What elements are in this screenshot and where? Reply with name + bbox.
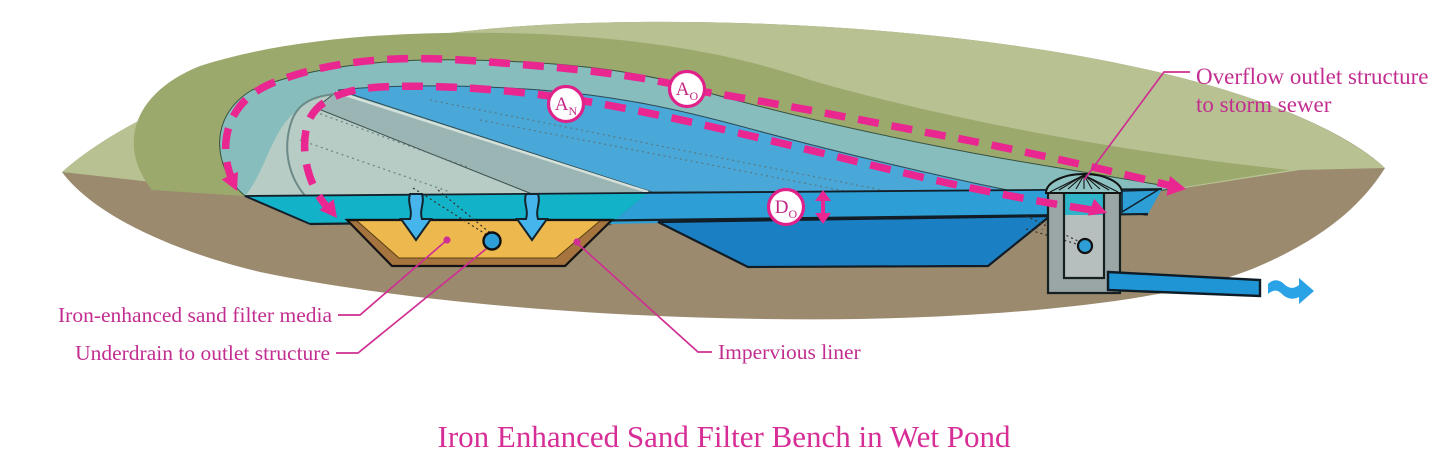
diagram-title: Iron Enhanced Sand Filter Bench in Wet P… [438,419,1011,454]
leader-overflow [1083,71,1190,181]
outflow-wave-arrow [1268,278,1314,304]
storm-sewer-pipe [1106,270,1262,298]
leader-underdrain [336,248,487,354]
badge-an: AN [546,84,586,124]
svg-text:AO: AO [676,79,699,103]
dashed-contour-overflow [221,54,1177,191]
svg-text:AN: AN [555,94,578,118]
riser-dotted-lines [1025,215,1081,246]
leader-impervious [576,242,712,353]
infiltration-arrow-right [515,193,549,242]
label-iron-media: Iron-enhanced sand filter media [58,303,332,327]
badge-ao: AO [667,69,707,109]
deep-pool [657,214,1054,269]
leader-lines [336,71,1190,354]
depth-measure-arrow [815,190,831,224]
water-band-teal [245,193,648,224]
leader-dots [443,236,581,246]
svg-text:DO: DO [775,197,798,221]
bench-slope-highlight [335,90,649,194]
waterline-top [244,188,1163,197]
waterline-left-slope [244,195,311,225]
riser-underdrain-inlet [1076,237,1094,255]
right-water-wedge [1121,189,1161,214]
dashed-contour-arrowheads [221,171,1186,218]
label-impervious: Impervious liner [718,340,861,364]
infiltration-arrow-left [399,193,433,242]
underdrain-pipe-section [482,231,502,251]
label-overflow-line1: Overflow outlet structure [1196,64,1428,89]
beehive-grate-ribs [1049,174,1119,193]
leader-iron-media [338,239,448,316]
badge-do: DO [766,187,806,227]
label-overflow-line2: to storm sewer [1196,92,1332,117]
label-underdrain: Underdrain to outlet structure [75,341,330,365]
sand-dotted-lines [412,187,490,236]
